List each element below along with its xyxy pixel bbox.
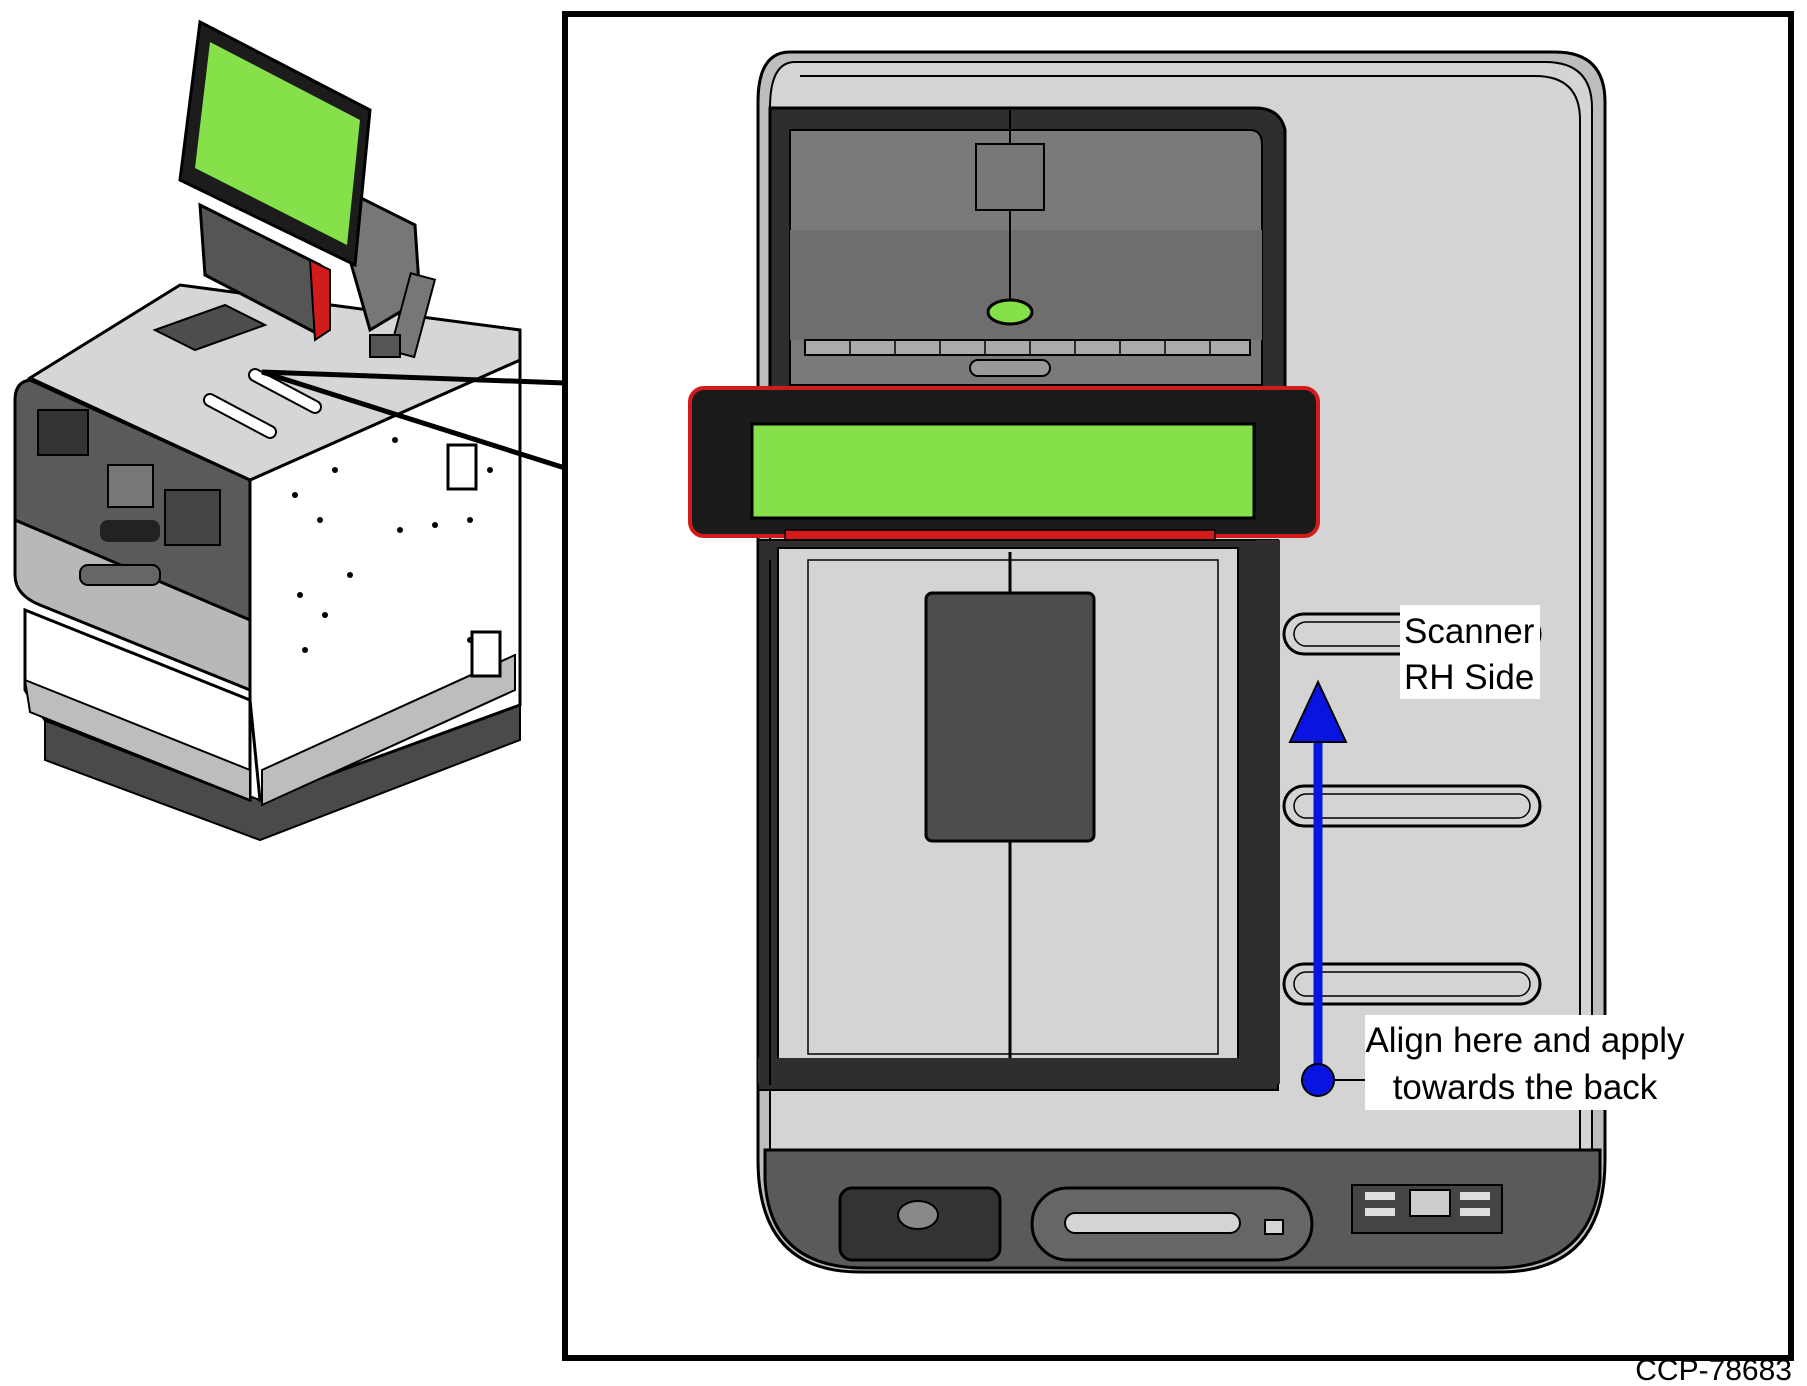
zoom-connector-lines	[261, 369, 566, 471]
scanner-callout-line2: RH Side	[1404, 658, 1534, 697]
scanner-callout-line1: Scanner	[1404, 612, 1535, 651]
kiosk-overview-illustration	[13, 19, 522, 842]
alignment-point-icon	[1301, 1063, 1335, 1097]
scanner-callout: Scanner RH Side	[1400, 605, 1540, 699]
zoom-detail-view	[562, 11, 1794, 1361]
figure-id: CCP-78683	[1635, 1354, 1792, 1386]
align-callout: Align here and apply towards the back	[1365, 1015, 1685, 1110]
align-callout-line1: Align here and apply	[1365, 1021, 1685, 1060]
align-callout-line2: towards the back	[1393, 1068, 1658, 1107]
